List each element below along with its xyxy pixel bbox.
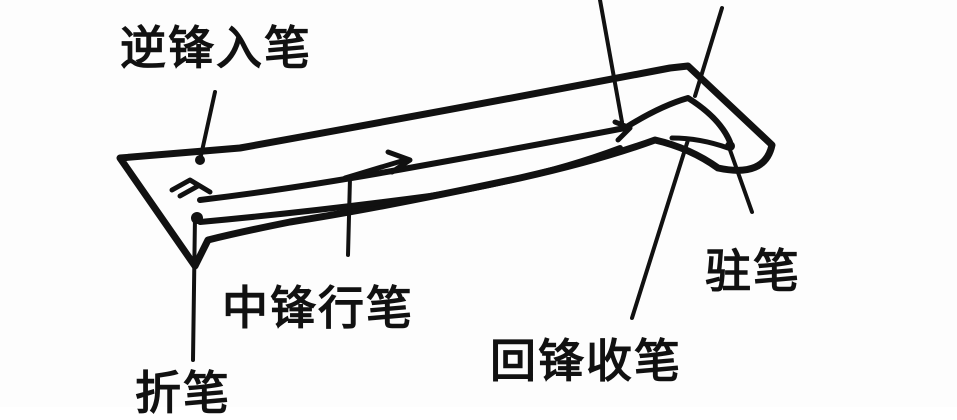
inner-right-top	[622, 95, 733, 145]
label-reverse-entry: 逆锋入笔	[120, 21, 312, 75]
dot-entry	[195, 155, 205, 165]
stroke-drawing	[116, 0, 776, 362]
pointer-turn	[191, 214, 197, 362]
inner-right-curl	[669, 135, 731, 151]
label-center-tip: 中锋行笔	[222, 281, 414, 335]
pointer-center	[346, 176, 352, 257]
stroke-outline	[116, 62, 776, 270]
pointer-top-right	[693, 6, 724, 98]
pointer-top-left	[598, 0, 624, 124]
stroke-diagram: 逆锋入笔 中锋行笔 驻笔 回锋收笔 折笔	[116, 0, 801, 416]
dot-pause	[725, 141, 735, 151]
label-return-close: 回锋收笔	[490, 334, 682, 388]
pointer-reverse-entry	[198, 90, 217, 162]
label-pause: 驻笔	[705, 244, 801, 298]
center-arrowhead	[385, 149, 413, 175]
inner-upper-line	[197, 125, 628, 203]
inner-lower-line	[197, 145, 623, 225]
return-arrowhead	[612, 119, 633, 143]
dot-turn	[191, 212, 203, 224]
pointer-pause	[728, 148, 754, 214]
label-turn: 折笔	[135, 366, 231, 420]
entry-hook	[169, 177, 213, 199]
pointer-return-close	[630, 138, 690, 320]
center-arrow	[342, 157, 408, 181]
